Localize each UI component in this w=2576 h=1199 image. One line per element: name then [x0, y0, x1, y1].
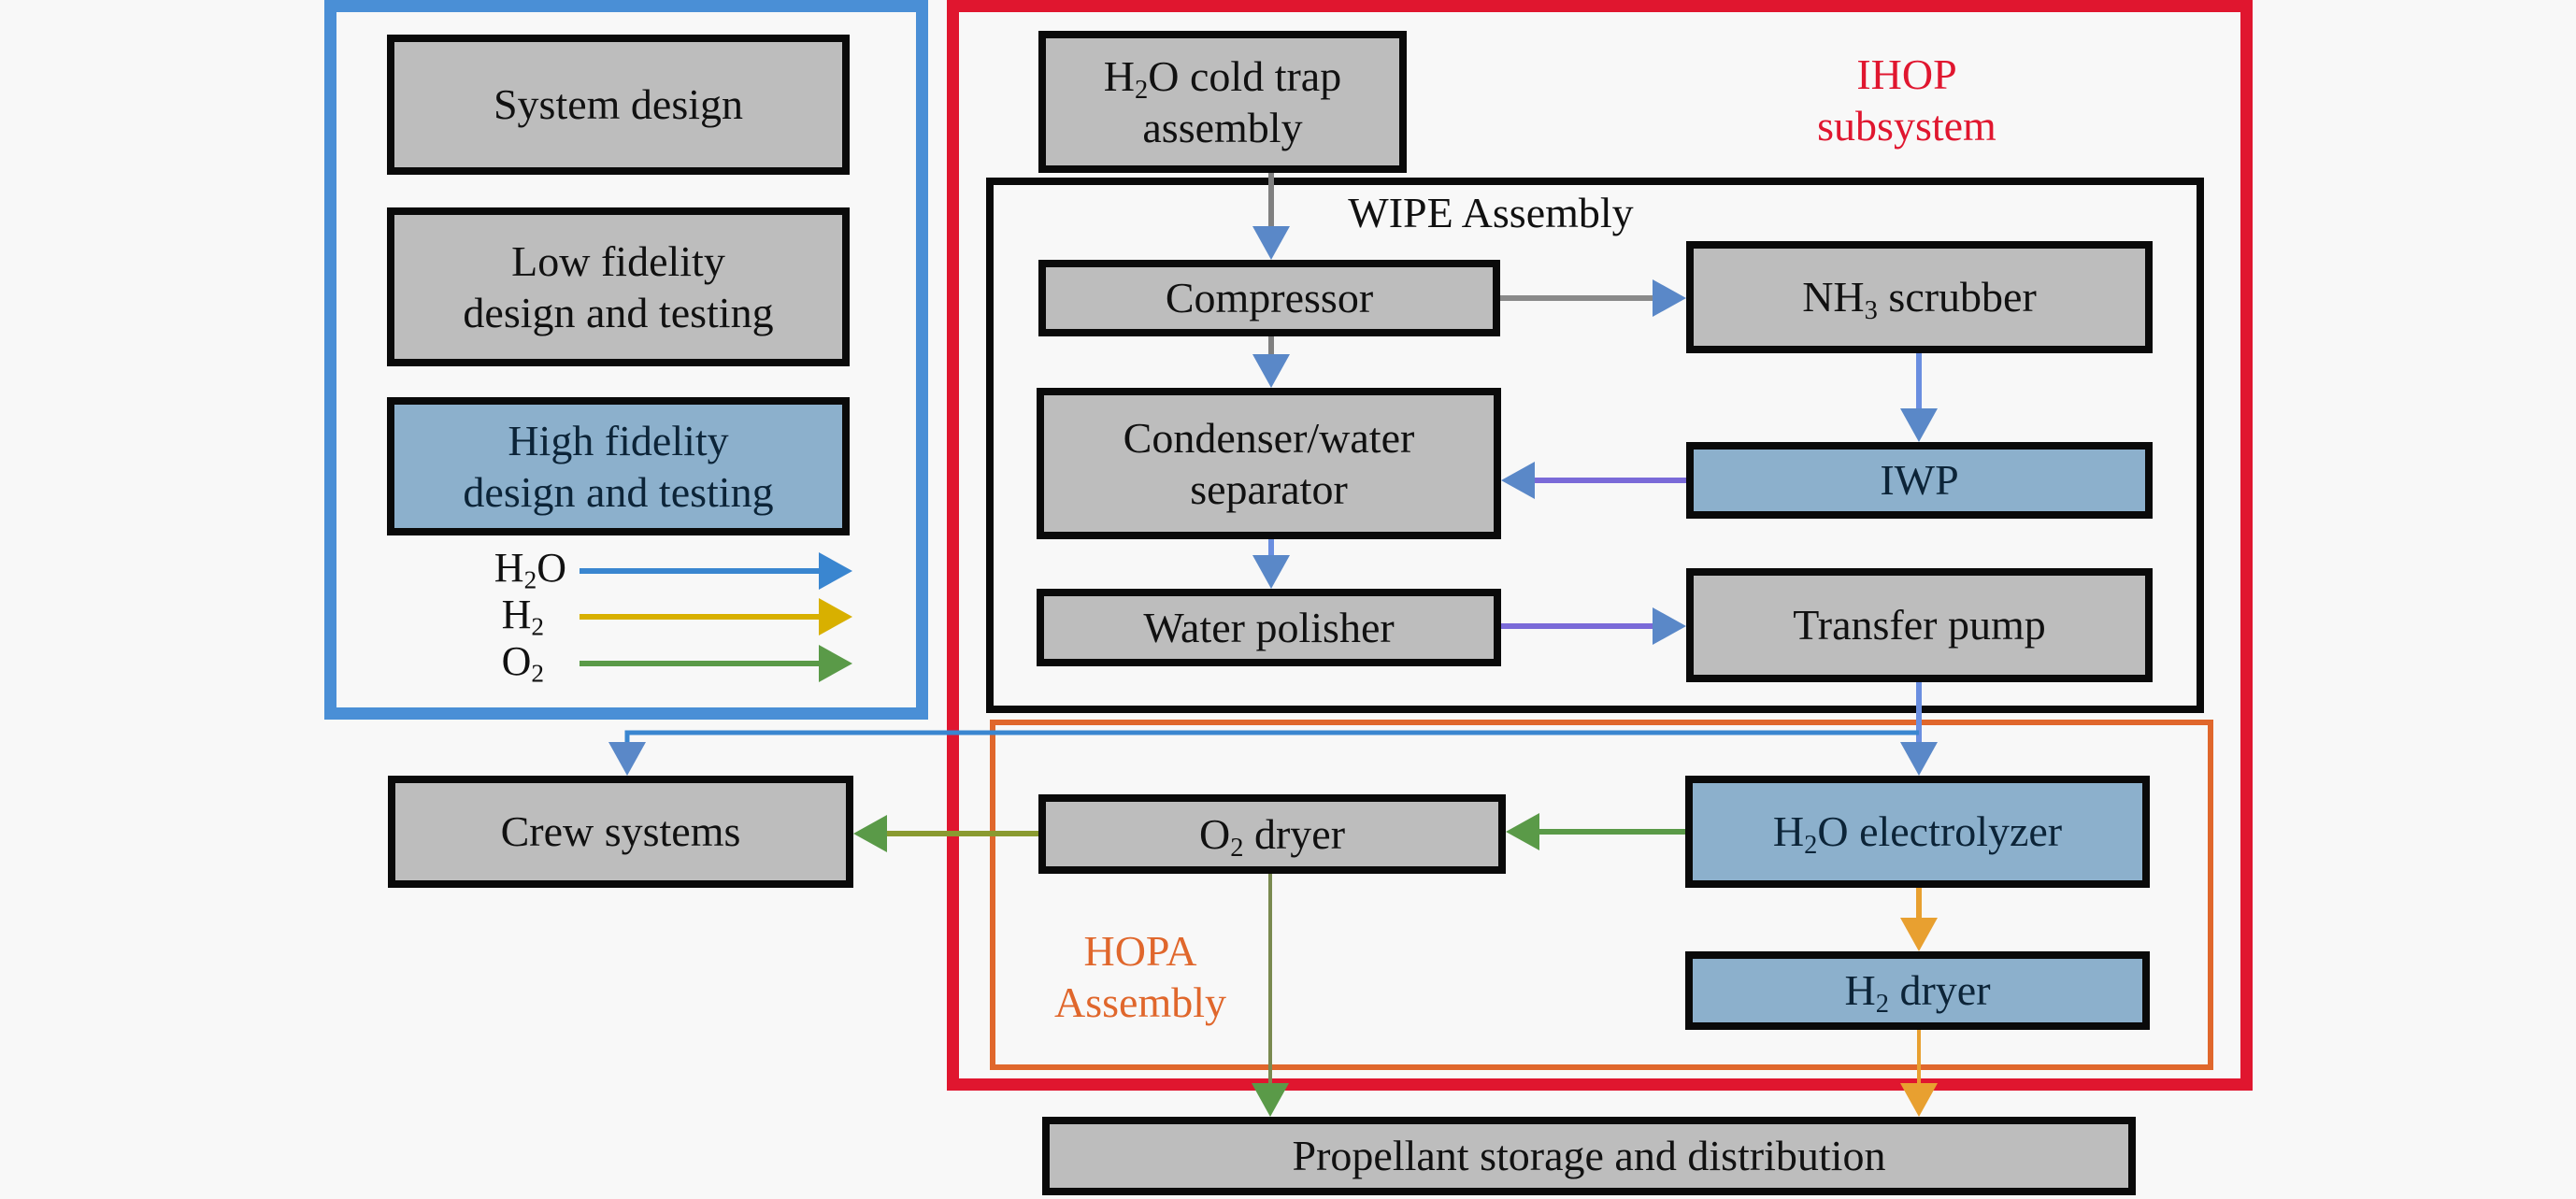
node-water-polisher-label: Water polisher [1143, 603, 1395, 651]
legend-h2o-label: H2O [494, 545, 566, 594]
legend-frame [324, 0, 928, 720]
node-crew-systems-label: Crew systems [500, 807, 741, 856]
hopa-assembly-frame [990, 720, 2213, 1070]
edge-compressor-condenser-arrowhead [1252, 354, 1290, 388]
legend-h2-arrowhead [819, 598, 852, 635]
edge-iwp-condenser-arrowhead [1501, 462, 1535, 499]
edge-compressor-nh3-arrowhead [1653, 279, 1686, 317]
edge-pump-crew [624, 730, 1919, 755]
node-h2-dryer: H2 dryer [1685, 951, 2150, 1030]
node-transfer-pump-label: Transfer pump [1793, 601, 2046, 649]
edge-pump-crew-arrowhead [608, 742, 646, 776]
legend-system-design: System design [387, 35, 850, 175]
legend-o2-label: O2 [501, 638, 544, 688]
legend-system-design-label: System design [493, 80, 744, 129]
edge-electrolyzer-o2dryer-arrowhead [1506, 813, 1539, 850]
edge-h2dryer-propellant-arrowhead [1900, 1083, 1938, 1117]
node-o2-dryer-label: O2 dryer [1198, 809, 1346, 863]
wipe-assembly-frame [986, 178, 2204, 713]
node-iwp: IWP [1686, 442, 2153, 519]
edge-o2dryer-propellant-arrowhead [1252, 1083, 1289, 1117]
edge-cold-trap-compressor-arrowhead [1252, 226, 1290, 260]
edge-nh3-iwp-arrowhead [1900, 408, 1938, 442]
legend-o2-arrowhead [819, 645, 852, 682]
node-compressor-label: Compressor [1165, 274, 1374, 322]
node-transfer-pump: Transfer pump [1686, 568, 2153, 682]
node-h2-dryer-label: H2 dryer [1844, 966, 1991, 1020]
node-nh3-scrubber: NH3 scrubber [1686, 241, 2153, 353]
node-iwp-label: IWP [1880, 456, 1959, 505]
node-propellant-label: Propellant storage and distribution [1292, 1132, 1886, 1180]
node-electrolyzer: H2O electrolyzer [1685, 776, 2150, 888]
edge-o2dryer-crew-arrowhead [853, 815, 887, 852]
node-propellant: Propellant storage and distribution [1042, 1117, 2136, 1195]
node-o2-dryer: O2 dryer [1038, 794, 1506, 874]
legend-h2-label: H2 [501, 592, 544, 641]
edge-polisher-pump-arrowhead [1653, 607, 1686, 645]
edge-condenser-polisher-arrowhead [1252, 555, 1290, 589]
node-nh3-scrubber-label: NH3 scrubber [1802, 273, 2037, 326]
node-compressor: Compressor [1038, 260, 1500, 336]
node-electrolyzer-label: H2O electrolyzer [1772, 807, 2063, 861]
node-crew-systems: Crew systems [388, 776, 853, 888]
edge-pump-electrolyzer-arrowhead [1900, 742, 1938, 776]
wipe-assembly-label: WIPE Assembly [1348, 189, 1634, 236]
edge-electrolyzer-h2dryer-arrowhead [1900, 918, 1938, 951]
node-water-polisher: Water polisher [1037, 589, 1501, 666]
legend-h2o-arrowhead [819, 552, 852, 590]
